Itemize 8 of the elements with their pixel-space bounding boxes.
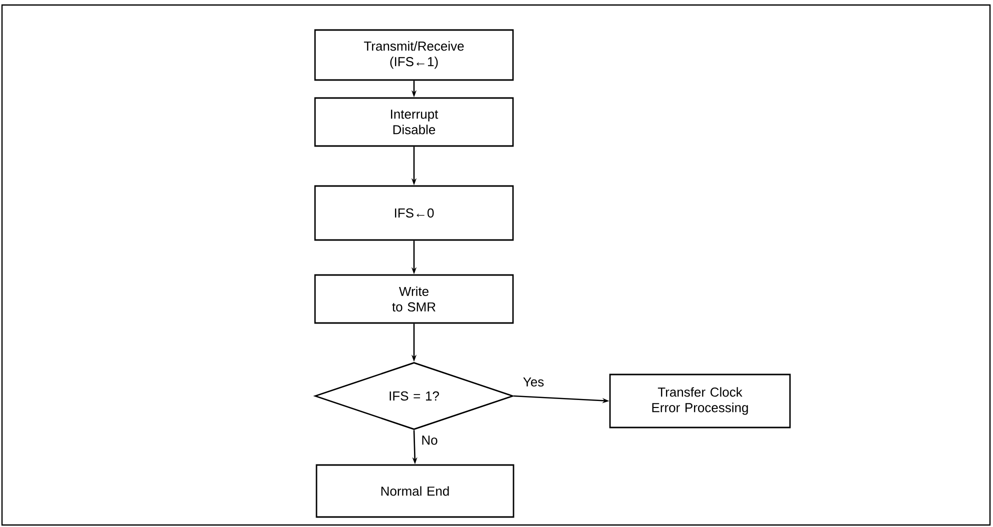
- process-box: Interrupt Disable: [314, 97, 514, 147]
- process-box: Write to SMR: [314, 274, 514, 324]
- process-box: Transfer Clock Error Processing: [609, 374, 791, 428]
- process-box: Transmit/Receive (IFS←1): [314, 29, 514, 81]
- process-box: Normal End: [316, 464, 514, 518]
- process-box: IFS←0: [314, 185, 514, 241]
- edge-label: Yes: [522, 376, 546, 388]
- edge-label: No: [420, 434, 439, 446]
